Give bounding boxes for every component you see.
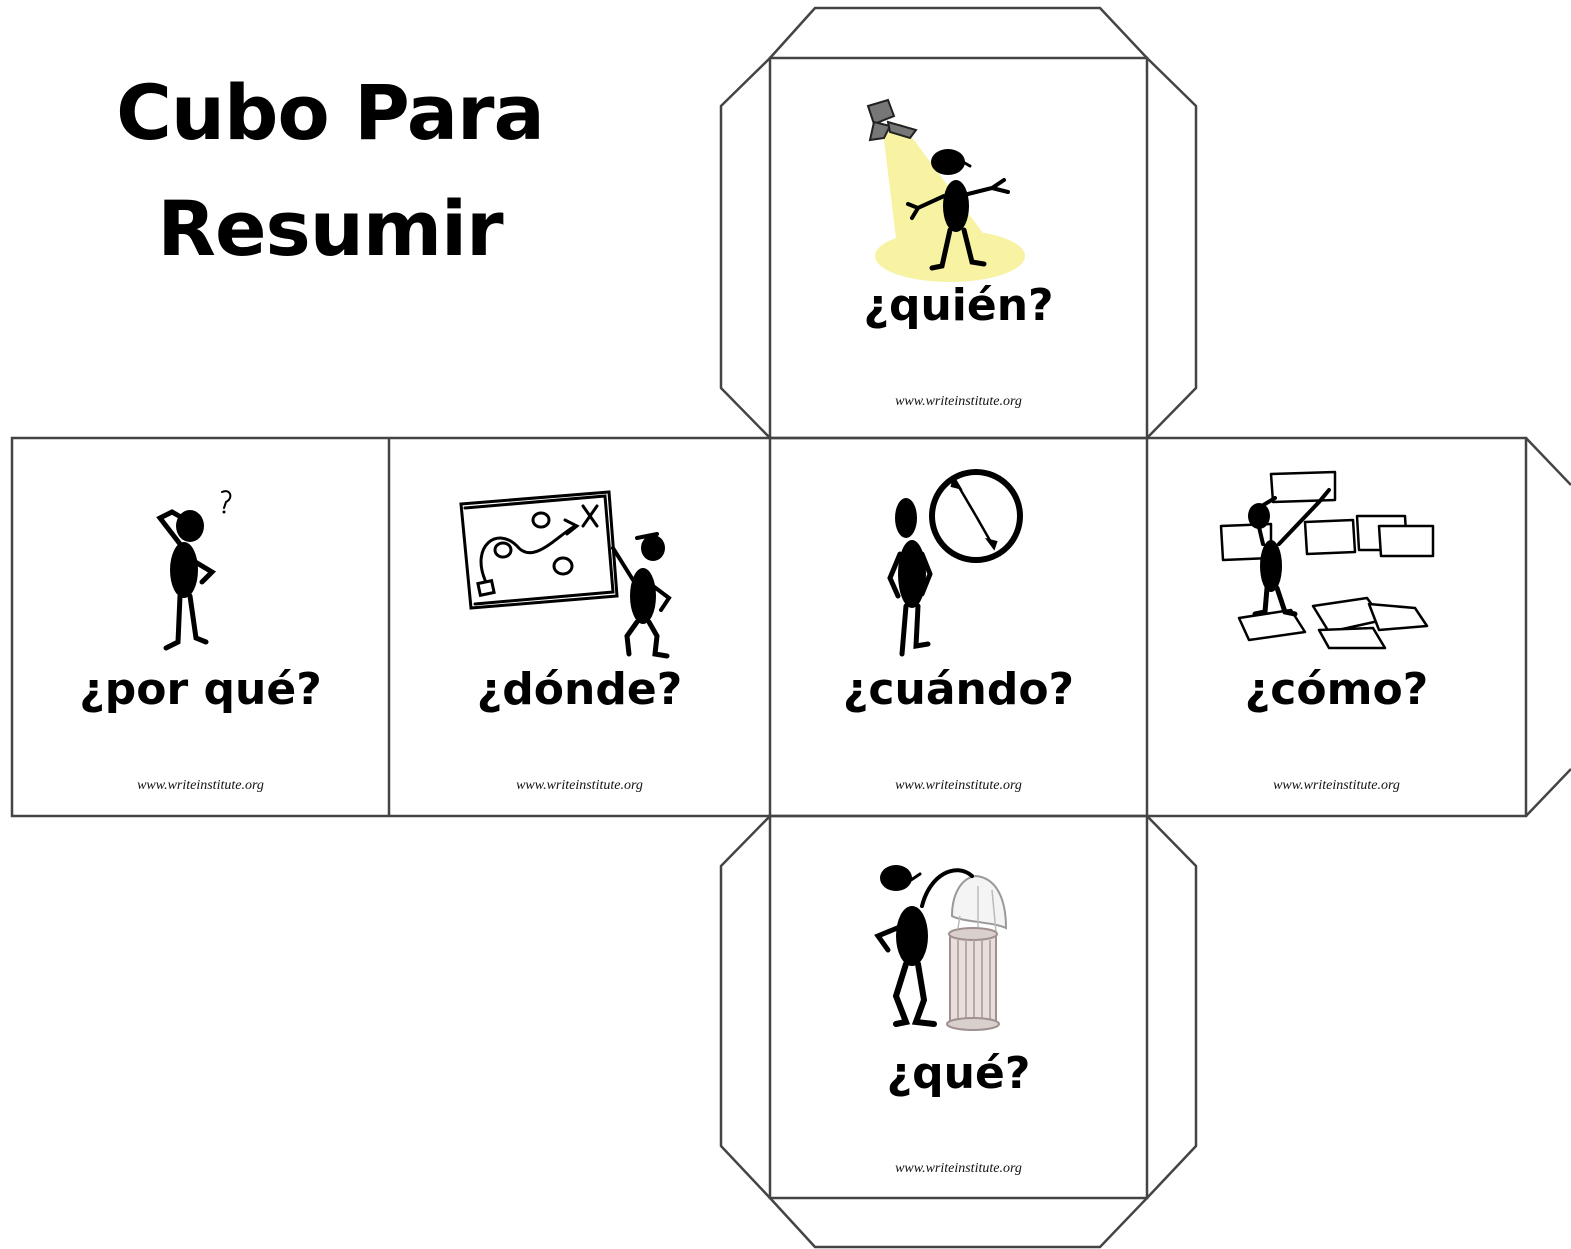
title-line-1: Cubo Para: [116, 68, 545, 157]
bottom-left-glue-flap: [719, 815, 771, 1199]
face-porque: ¿por qué? www.writeinstitute.org: [12, 438, 389, 816]
spotlight-figure-icon: [866, 98, 1025, 282]
face-porque-label: ¿por qué?: [79, 664, 322, 715]
right-glue-flap: [1525, 437, 1571, 486]
top-right-glue-flap: [1146, 57, 1198, 439]
face-bottom-outline: [768, 814, 1149, 1200]
thinking-figure-icon: [156, 490, 232, 651]
bottom-glue-flap: [769, 1197, 1148, 1249]
clock-figure-icon: [887, 469, 1023, 657]
face-como-url: www.writeinstitute.org: [1273, 778, 1400, 793]
top-glue-flap: [769, 6, 1148, 59]
face-cuando: ¿cuándo? www.writeinstitute.org: [770, 438, 1147, 816]
face-que-label: ¿qué?: [886, 1048, 1031, 1099]
face-donde: ¿dónde? www.writeinstitute.org: [389, 438, 770, 816]
title-line-2: Resumir: [157, 184, 503, 273]
face-donde-label: ¿dónde?: [476, 664, 683, 715]
face-quien: ¿quién? www.writeinstitute.org: [770, 58, 1147, 438]
top-left-glue-flap: [719, 57, 771, 439]
face-cuando-label: ¿cuándo?: [842, 664, 1075, 715]
face-quien-label: ¿quién?: [863, 280, 1054, 331]
map-figure-icon: [459, 490, 672, 659]
page-title: Cubo Para Resumir: [60, 55, 600, 287]
face-que: ¿qué? www.writeinstitute.org: [770, 816, 1147, 1198]
face-porque-url: www.writeinstitute.org: [137, 778, 264, 793]
bottom-right-glue-flap: [1146, 815, 1198, 1199]
face-como-label: ¿cómo?: [1244, 664, 1429, 715]
face-donde-url: www.writeinstitute.org: [516, 778, 643, 793]
face-como: ¿cómo? www.writeinstitute.org: [1147, 438, 1526, 816]
papers-figure-icon: [1219, 470, 1435, 650]
face-quien-url: www.writeinstitute.org: [895, 394, 1022, 409]
face-cuando-url: www.writeinstitute.org: [895, 778, 1022, 793]
face-que-url: www.writeinstitute.org: [895, 1161, 1022, 1176]
lamp-figure-icon: [874, 865, 1008, 1031]
